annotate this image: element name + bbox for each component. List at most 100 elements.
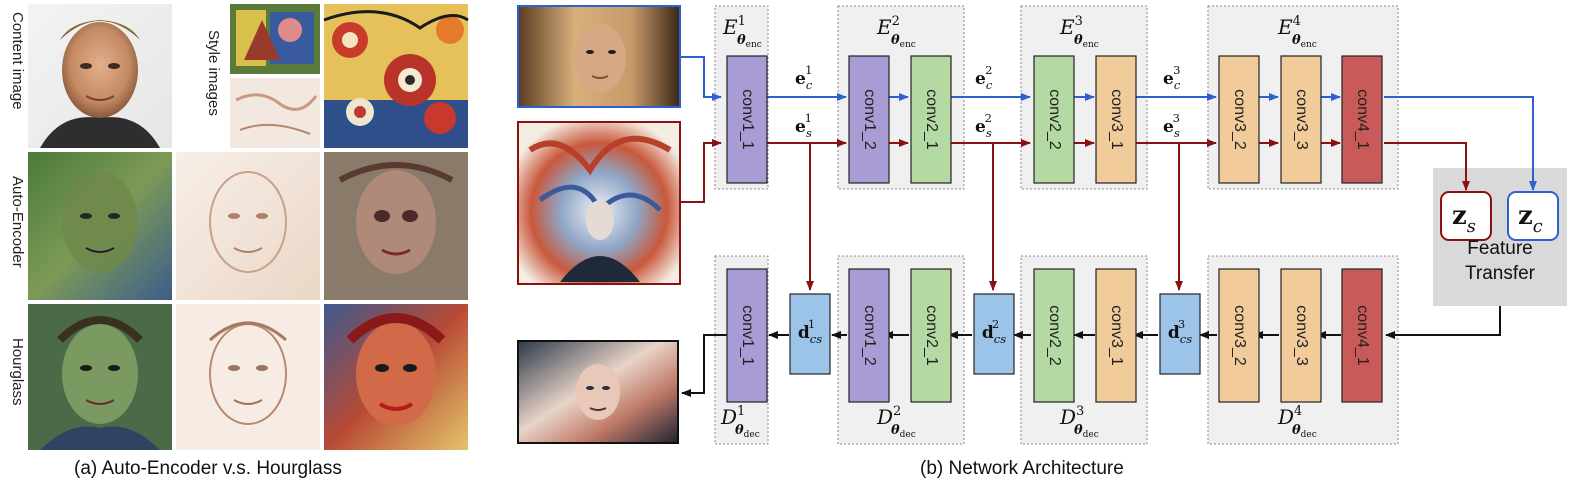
math-label: dcs3: [1168, 317, 1192, 346]
style-image-2: [230, 78, 320, 148]
decoder-layer-conv1-1: conv1_1: [726, 268, 768, 403]
layer-label: conv3_1: [1108, 305, 1125, 366]
encoder-layer-conv1-2: conv1_2: [848, 55, 890, 184]
decoder-layer-conv3-1: conv3_1: [1095, 268, 1137, 403]
decoder-layer-conv2-1: conv2_1: [910, 268, 952, 403]
math-label: ec3: [1163, 63, 1181, 92]
autoencoder-result-3: [324, 152, 468, 300]
autoencoder-result-1: [28, 152, 172, 300]
row-label-autoencoder: Auto-Encoder: [9, 176, 26, 268]
content-input-image: [517, 5, 681, 108]
content-path: [680, 56, 1537, 191]
style-images-label: Style images: [205, 30, 222, 116]
layer-label: conv2_2: [1046, 89, 1063, 150]
decoder-layer-conv3-3: conv3_3: [1280, 268, 1322, 403]
style-feature-label-2: es2: [975, 111, 992, 140]
decoder-feature-2: dcs2: [973, 293, 1015, 375]
feature-transfer-line-1: Feature: [1467, 238, 1533, 259]
svg-text:E3: E3: [1059, 14, 1083, 39]
svg-text:θdec: θdec: [735, 423, 760, 440]
hourglass-result-3: [324, 304, 468, 450]
hourglass-result-2: [176, 304, 320, 450]
encoder-layer-conv1-1: conv1_1: [726, 55, 768, 184]
style-feature-label-1: es1: [795, 111, 812, 140]
left-panel: [28, 4, 469, 450]
style-input-image: [517, 121, 681, 285]
svg-text:θdec: θdec: [1292, 423, 1317, 440]
math-label: es2: [975, 111, 992, 140]
z-content-label: zc: [1518, 201, 1543, 237]
z-style-box: [1440, 191, 1492, 241]
decoder-feature-1: dcs1: [789, 293, 831, 375]
layer-label: conv1_1: [739, 305, 756, 366]
math-label: zc: [1518, 201, 1543, 237]
style-image-3: [323, 4, 469, 148]
autoencoder-result-2: [176, 152, 320, 300]
encoder-layer-conv4-1: conv4_1: [1341, 55, 1383, 184]
row-label-content: Content image: [9, 12, 26, 110]
svg-text:D2: D2: [876, 404, 901, 429]
z-content-box: [1507, 191, 1559, 241]
encoder-layer-conv2-1: conv2_1: [910, 55, 952, 184]
svg-text:θenc: θenc: [1074, 33, 1099, 50]
stylized-output-image: [517, 340, 679, 444]
layer-label: conv3_2: [1231, 305, 1248, 366]
decoder-layer-conv4-1: conv4_1: [1341, 268, 1383, 403]
svg-text:E1: E1: [722, 14, 746, 39]
style-path: [680, 139, 1470, 291]
content-feature-label-3: ec3: [1163, 63, 1181, 92]
content-image: [28, 4, 172, 148]
layer-label: conv4_1: [1354, 305, 1371, 366]
svg-text:E2: E2: [876, 14, 900, 39]
decoder-layer-conv2-2: conv2_2: [1033, 268, 1075, 403]
encoder-layer-conv2-2: conv2_2: [1033, 55, 1075, 184]
math-label: ec2: [975, 63, 993, 92]
math-label: es3: [1163, 111, 1180, 140]
svg-text:θdec: θdec: [891, 423, 916, 440]
style-feature-label-3: es3: [1163, 111, 1180, 140]
encoder-layer-conv3-3: conv3_3: [1280, 55, 1322, 184]
encoder-layer-conv3-1: conv3_1: [1095, 55, 1137, 184]
z-style-label: zs: [1452, 201, 1476, 237]
style-image-1: [230, 4, 320, 74]
math-label: ec1: [795, 63, 813, 92]
math-label: zs: [1452, 201, 1476, 237]
caption-right: (b) Network Architecture: [920, 458, 1124, 479]
layer-label: conv3_3: [1293, 89, 1310, 150]
svg-text:D4: D4: [1277, 404, 1302, 429]
layer-label: conv2_1: [923, 305, 940, 366]
math-label: dcs1: [798, 317, 822, 346]
row-label-hourglass: Hourglass: [9, 338, 26, 406]
layer-label: conv3_1: [1108, 89, 1125, 150]
svg-text:θenc: θenc: [891, 33, 916, 50]
math-label: es1: [795, 111, 812, 140]
feature-transfer-label: Feature Transfer: [1436, 236, 1564, 286]
layer-label: conv4_1: [1354, 89, 1371, 150]
svg-text:θenc: θenc: [1292, 33, 1317, 50]
svg-text:D3: D3: [1059, 404, 1084, 429]
decoder-layer-conv1-2: conv1_2: [848, 268, 890, 403]
caption-left: (a) Auto-Encoder v.s. Hourglass: [74, 458, 342, 479]
layer-label: conv2_2: [1046, 305, 1063, 366]
content-feature-label-1: ec1: [795, 63, 813, 92]
layer-label: conv3_2: [1231, 89, 1248, 150]
layer-label: conv3_3: [1293, 305, 1310, 366]
math-label: dcs2: [982, 317, 1006, 346]
layer-label: conv1_1: [739, 89, 756, 150]
content-feature-label-2: ec2: [975, 63, 993, 92]
svg-text:θenc: θenc: [737, 33, 762, 50]
decoder-layer-conv3-2: conv3_2: [1218, 268, 1260, 403]
svg-text:E4: E4: [1277, 14, 1301, 39]
layer-label: conv1_2: [861, 305, 878, 366]
layer-label: conv2_1: [923, 89, 940, 150]
svg-text:θdec: θdec: [1074, 423, 1099, 440]
